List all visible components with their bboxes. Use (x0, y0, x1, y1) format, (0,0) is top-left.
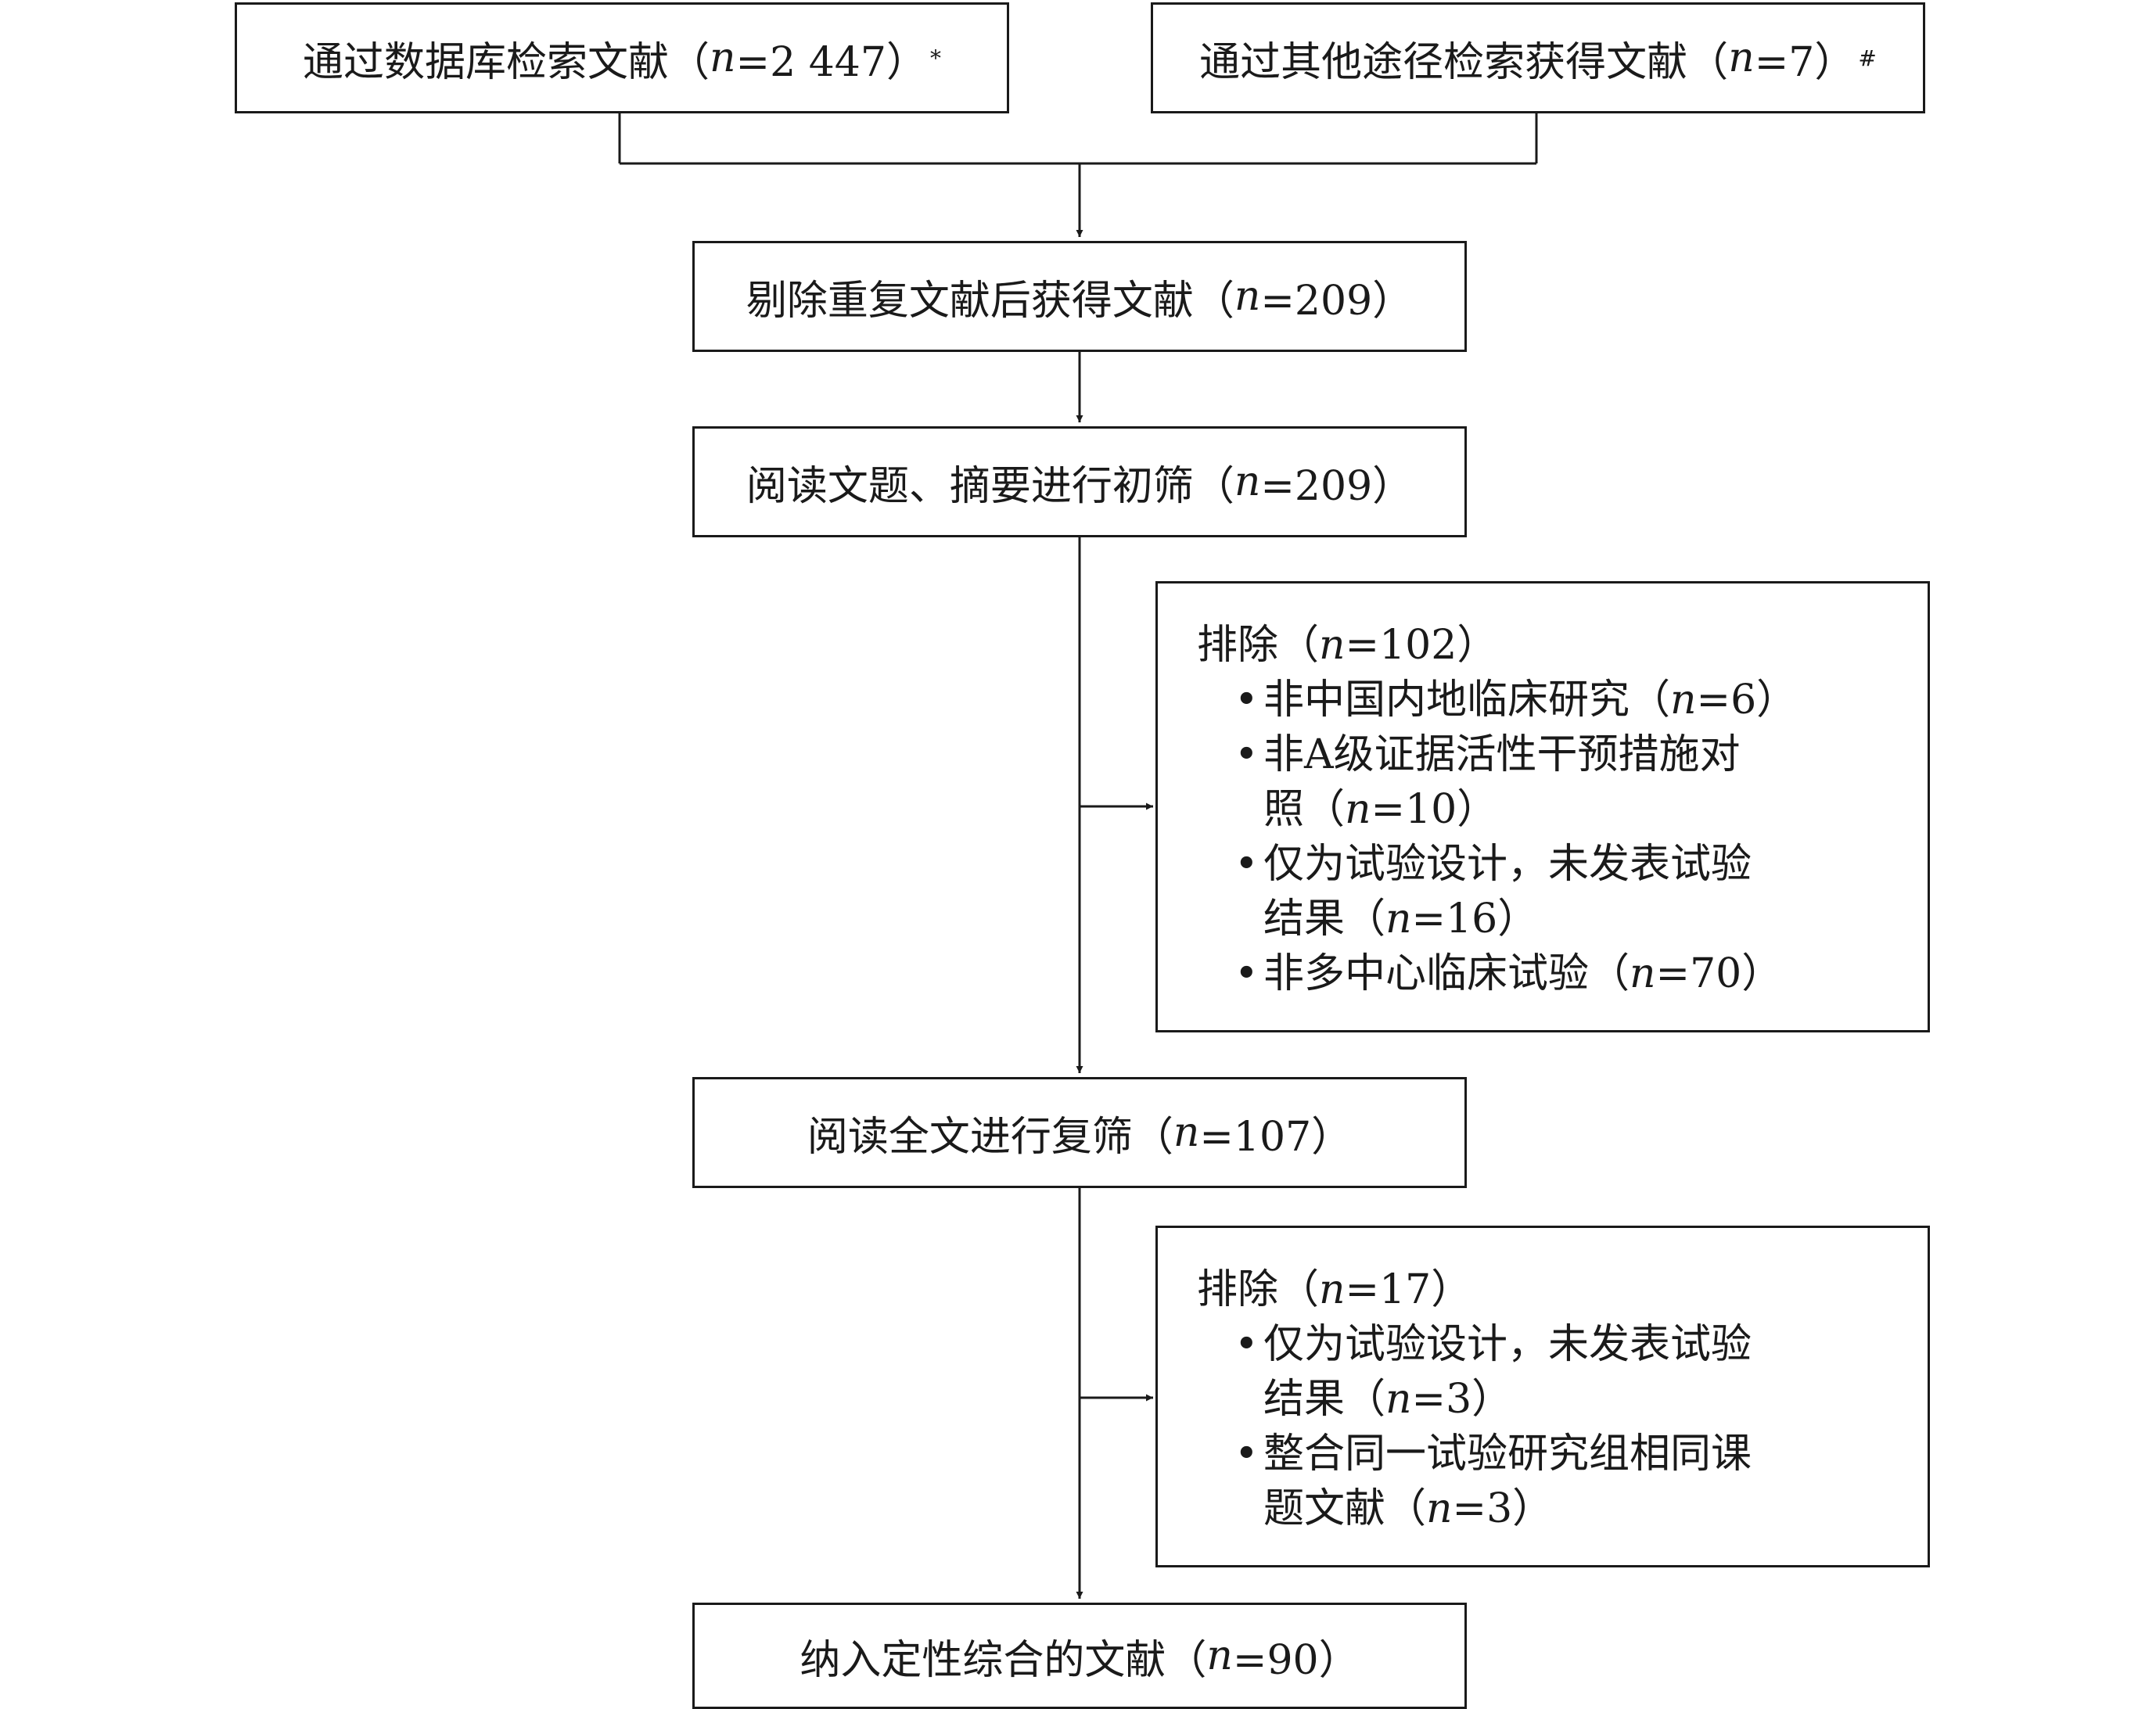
node-other-sources-prefix: 通过其他途径检索获得文献（ (1199, 38, 1729, 86)
node-database-search: 通过数据库检索文献（n=2 447）* (235, 2, 1009, 113)
node-included-count: =90） (1232, 1636, 1360, 1684)
exclusion-2-item-2-text: 题文献（ (1263, 1485, 1427, 1532)
node-title-abstract-screening: 阅读文题、摘要进行初筛（n=209） (692, 426, 1467, 537)
exclusion-1-item-3-n: n (1385, 896, 1412, 942)
node-included-prefix: 纳入定性综合的文献（ (800, 1636, 1207, 1684)
node-database-search-footnote-mark: * (929, 45, 941, 71)
node-fulltext-screening-n: n (1173, 1109, 1200, 1156)
exclusion-box-2-title-count: =17） (1345, 1266, 1472, 1313)
node-fulltext-screening: 阅读全文进行复筛（n=107） (692, 1077, 1467, 1188)
exclusion-1-item-1-line: 非中国内地临床研究（n=6） (1263, 673, 1928, 727)
exclusion-box-2-list: • 仅为试验设计，未发表试验 结果（n=3） • 整合同一试验研究组相同课 题文… (1197, 1317, 1928, 1536)
exclusion-1-item-4-n: n (1630, 950, 1656, 997)
exclusion-2-item-2-count: =3） (1452, 1485, 1554, 1532)
exclusion-1-item-1-count: =6） (1696, 677, 1798, 723)
exclusion-1-item: • 仅为试验设计，未发表试验 结果（n=16） (1197, 837, 1928, 946)
exclusion-1-item-2-line-1: 非A级证据活性干预措施对 (1263, 731, 1741, 778)
exclusion-box-1-title: 排除（n=102） (1197, 618, 1928, 673)
node-title-abstract-screening-prefix: 阅读文题、摘要进行初筛（ (746, 462, 1234, 510)
exclusion-1-item: • 非中国内地临床研究（n=6） (1197, 673, 1928, 727)
bullet-icon: • (1234, 1431, 1259, 1477)
exclusion-2-item: • 仅为试验设计，未发表试验 结果（n=3） (1197, 1317, 1928, 1427)
node-other-sources-footnote-mark: # (1858, 45, 1877, 71)
exclusion-box-1-title-prefix: 排除（ (1197, 622, 1320, 669)
node-other-sources-count: =7） (1754, 38, 1856, 86)
exclusion-2-item-1-line-2: 结果（n=3） (1263, 1372, 1928, 1427)
node-other-sources: 通过其他途径检索获得文献（n=7）# (1151, 2, 1925, 113)
exclusion-2-item-2-n: n (1426, 1485, 1453, 1532)
exclusion-2-item-1-text: 结果（ (1263, 1376, 1386, 1423)
exclusion-1-item-1-n: n (1670, 677, 1697, 723)
node-other-sources-n: n (1728, 34, 1755, 81)
exclusion-1-item-2-count: =10） (1371, 786, 1498, 833)
exclusion-2-item: • 整合同一试验研究组相同课 题文献（n=3） (1197, 1427, 1928, 1536)
exclusion-box-1-list: • 非中国内地临床研究（n=6） • 非A级证据活性干预措施对 照（n=10） … (1197, 673, 1928, 1001)
bullet-icon: • (1234, 731, 1259, 778)
exclusion-2-item-2-line-2: 题文献（n=3） (1263, 1481, 1928, 1536)
node-database-search-prefix: 通过数据库检索文献（ (303, 38, 710, 86)
exclusion-1-item-2-text: 照（ (1263, 786, 1346, 833)
exclusion-2-item-2-line-1: 整合同一试验研究组相同课 (1263, 1431, 1752, 1477)
node-database-search-count: =2 447） (735, 38, 927, 86)
bullet-icon: • (1234, 1321, 1259, 1368)
exclusion-1-item: • 非A级证据活性干预措施对 照（n=10） (1197, 727, 1928, 837)
node-included-n: n (1206, 1632, 1233, 1679)
exclusion-box-1-title-n: n (1319, 622, 1346, 669)
bullet-icon: • (1234, 950, 1259, 997)
exclusion-2-item-1-n: n (1385, 1376, 1412, 1423)
exclusion-1-item-2-line-2: 照（n=10） (1263, 782, 1928, 837)
exclusion-1-item-4-line: 非多中心临床试验（n=70） (1263, 946, 1928, 1001)
bullet-icon: • (1234, 677, 1259, 723)
exclusion-1-item-3-count: =16） (1411, 896, 1539, 942)
exclusion-1-item-1-text: 非中国内地临床研究（ (1263, 677, 1671, 723)
bullet-icon: • (1234, 841, 1259, 888)
node-deduplicated: 剔除重复文献后获得文献（n=209） (692, 241, 1467, 352)
exclusion-1-item-4-count: =70） (1655, 950, 1783, 997)
exclusion-box-2: 排除（n=17） • 仅为试验设计，未发表试验 结果（n=3） • 整合同一试验… (1155, 1226, 1930, 1567)
exclusion-1-item: • 非多中心临床试验（n=70） (1197, 946, 1928, 1001)
node-database-search-n: n (710, 34, 736, 81)
node-title-abstract-screening-n: n (1234, 458, 1261, 505)
node-fulltext-screening-prefix: 阅读全文进行复筛（ (807, 1113, 1173, 1161)
node-included: 纳入定性综合的文献（n=90） (692, 1603, 1467, 1709)
exclusion-box-2-title-n: n (1319, 1266, 1346, 1313)
node-deduplicated-prefix: 剔除重复文献后获得文献（ (746, 277, 1234, 325)
exclusion-1-item-3-line-1: 仅为试验设计，未发表试验 (1263, 841, 1752, 888)
node-deduplicated-count: =209） (1260, 277, 1414, 325)
node-fulltext-screening-count: =107） (1199, 1113, 1353, 1161)
exclusion-box-2-title: 排除（n=17） (1197, 1262, 1928, 1317)
exclusion-2-item-1-count: =3） (1411, 1376, 1513, 1423)
exclusion-1-item-2-n: n (1345, 786, 1371, 833)
exclusion-box-1-title-count: =102） (1345, 622, 1498, 669)
exclusion-box-1: 排除（n=102） • 非中国内地临床研究（n=6） • 非A级证据活性干预措施… (1155, 581, 1930, 1032)
exclusion-box-2-title-prefix: 排除（ (1197, 1266, 1320, 1313)
exclusion-2-item-1-line-1: 仅为试验设计，未发表试验 (1263, 1321, 1752, 1368)
exclusion-1-item-3-text: 结果（ (1263, 896, 1386, 942)
node-title-abstract-screening-count: =209） (1260, 462, 1414, 510)
exclusion-1-item-4-text: 非多中心临床试验（ (1263, 950, 1630, 997)
exclusion-1-item-3-line-2: 结果（n=16） (1263, 892, 1928, 946)
node-deduplicated-n: n (1234, 273, 1261, 320)
